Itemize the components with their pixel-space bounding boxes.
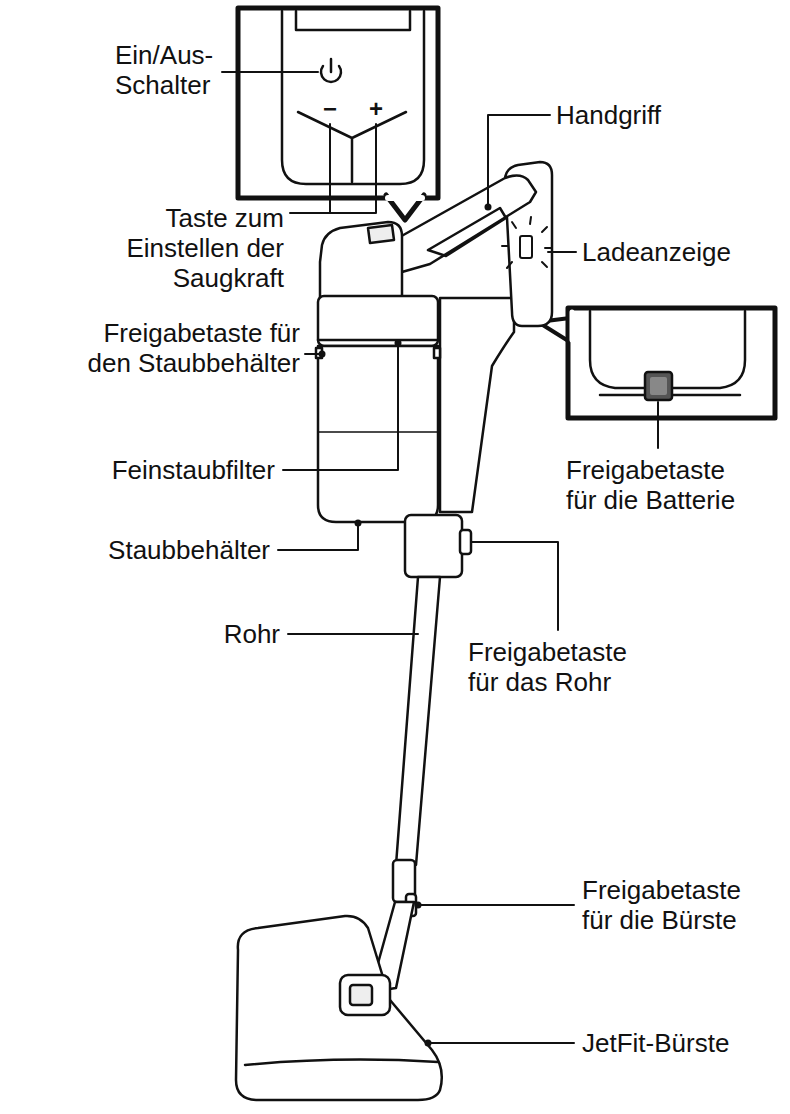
leader-lines-part <box>657 402 659 448</box>
battery-zoom-panel-part <box>570 312 575 340</box>
leader-lines-part <box>418 904 574 906</box>
tube-and-brush-part <box>396 577 440 865</box>
control-zoom-panel <box>238 8 438 220</box>
vacuum-body-part <box>318 346 438 522</box>
part-label: Freigabetaste für das Rohr <box>468 637 648 697</box>
tube-and-brush-part <box>236 916 442 1100</box>
leader-lines-part <box>488 115 550 205</box>
vacuum-body-part <box>318 296 438 346</box>
vacuum-body-part <box>320 222 402 300</box>
leader-dots <box>319 204 492 1047</box>
button-symbol: − <box>318 97 342 121</box>
part-label: Freigabetaste für den Staubbehälter <box>75 318 300 378</box>
leader-lines-part <box>290 124 376 213</box>
battery-zoom-panel-part <box>650 377 667 395</box>
leader-lines-part <box>278 525 358 550</box>
charge-indicator-rays-part <box>507 262 512 268</box>
vacuum-body <box>316 162 552 522</box>
leader-dots-part <box>485 204 492 211</box>
leader-lines-part <box>288 633 418 635</box>
battery-zoom-panel-part <box>568 308 775 418</box>
tube-and-brush-part <box>340 975 390 1015</box>
tube-and-brush <box>236 515 471 1100</box>
vacuum-body-part <box>318 339 438 342</box>
control-zoom-panel-part <box>238 8 438 198</box>
charge-indicator-rays <box>502 217 551 268</box>
part-label: Freigabetaste für die Batterie <box>566 455 751 515</box>
charge-indicator-rays-part <box>512 222 516 228</box>
part-label: Ein/Aus- Schalter <box>115 40 255 100</box>
control-zoom-panel-part <box>298 112 406 182</box>
tube-and-brush-part <box>350 985 372 1005</box>
control-zoom-panel-part <box>386 195 424 220</box>
leader-lines-part <box>305 353 320 355</box>
leader-lines-part <box>283 345 398 470</box>
control-zoom-panel-part <box>388 195 422 201</box>
charge-indicator-rays-part <box>502 245 508 247</box>
part-label: Handgriff <box>556 100 716 130</box>
vacuum-illustration-part <box>222 8 775 1100</box>
tube-and-brush-part <box>460 530 471 554</box>
part-label: JetFit-Bürste <box>582 1028 772 1058</box>
tube-and-brush-part <box>405 515 462 577</box>
charge-indicator-rays-part <box>545 247 551 249</box>
control-zoom-panel-part <box>282 11 424 184</box>
part-label: Staubbehälter <box>70 535 270 565</box>
part-label: Taste zum Einstellen der Saugkraft <box>94 203 284 293</box>
control-zoom-panel-part <box>296 11 410 30</box>
charge-indicator-rays-part <box>542 227 547 232</box>
leader-dots-part <box>319 351 326 358</box>
leader-dots-part <box>355 520 362 527</box>
control-zoom-panel-part <box>330 59 333 72</box>
leader-dots-part <box>425 1040 432 1047</box>
vacuum-body-part <box>428 208 506 256</box>
leader-lines-part <box>472 542 558 630</box>
leader-lines-part <box>430 1042 574 1044</box>
leader-dots-part <box>415 902 422 909</box>
charge-indicator-rays-part <box>542 262 547 267</box>
vacuum-body-part <box>398 175 536 272</box>
button-symbol: + <box>364 97 388 121</box>
part-label: Ladeanzeige <box>582 237 772 267</box>
part-label: Freigabetaste für die Bürste <box>582 875 762 935</box>
tube-and-brush-part <box>245 1060 438 1065</box>
vacuum-body-part <box>434 348 440 358</box>
battery-zoom-panel <box>538 308 775 418</box>
leader-lines-part <box>548 251 576 253</box>
vacuum-body-part <box>368 225 394 243</box>
charge-indicator-rays-part <box>530 217 531 224</box>
leader-dots-part <box>395 340 402 347</box>
vacuum-body-part <box>440 298 514 512</box>
part-label: Feinstaubfilter <box>75 455 275 485</box>
part-label: Rohr <box>180 619 280 649</box>
leader-lines-part <box>222 71 318 73</box>
vacuum-body-part <box>318 431 438 433</box>
charge-indicator-rays-part <box>520 236 532 258</box>
battery-zoom-panel-part <box>645 372 672 400</box>
